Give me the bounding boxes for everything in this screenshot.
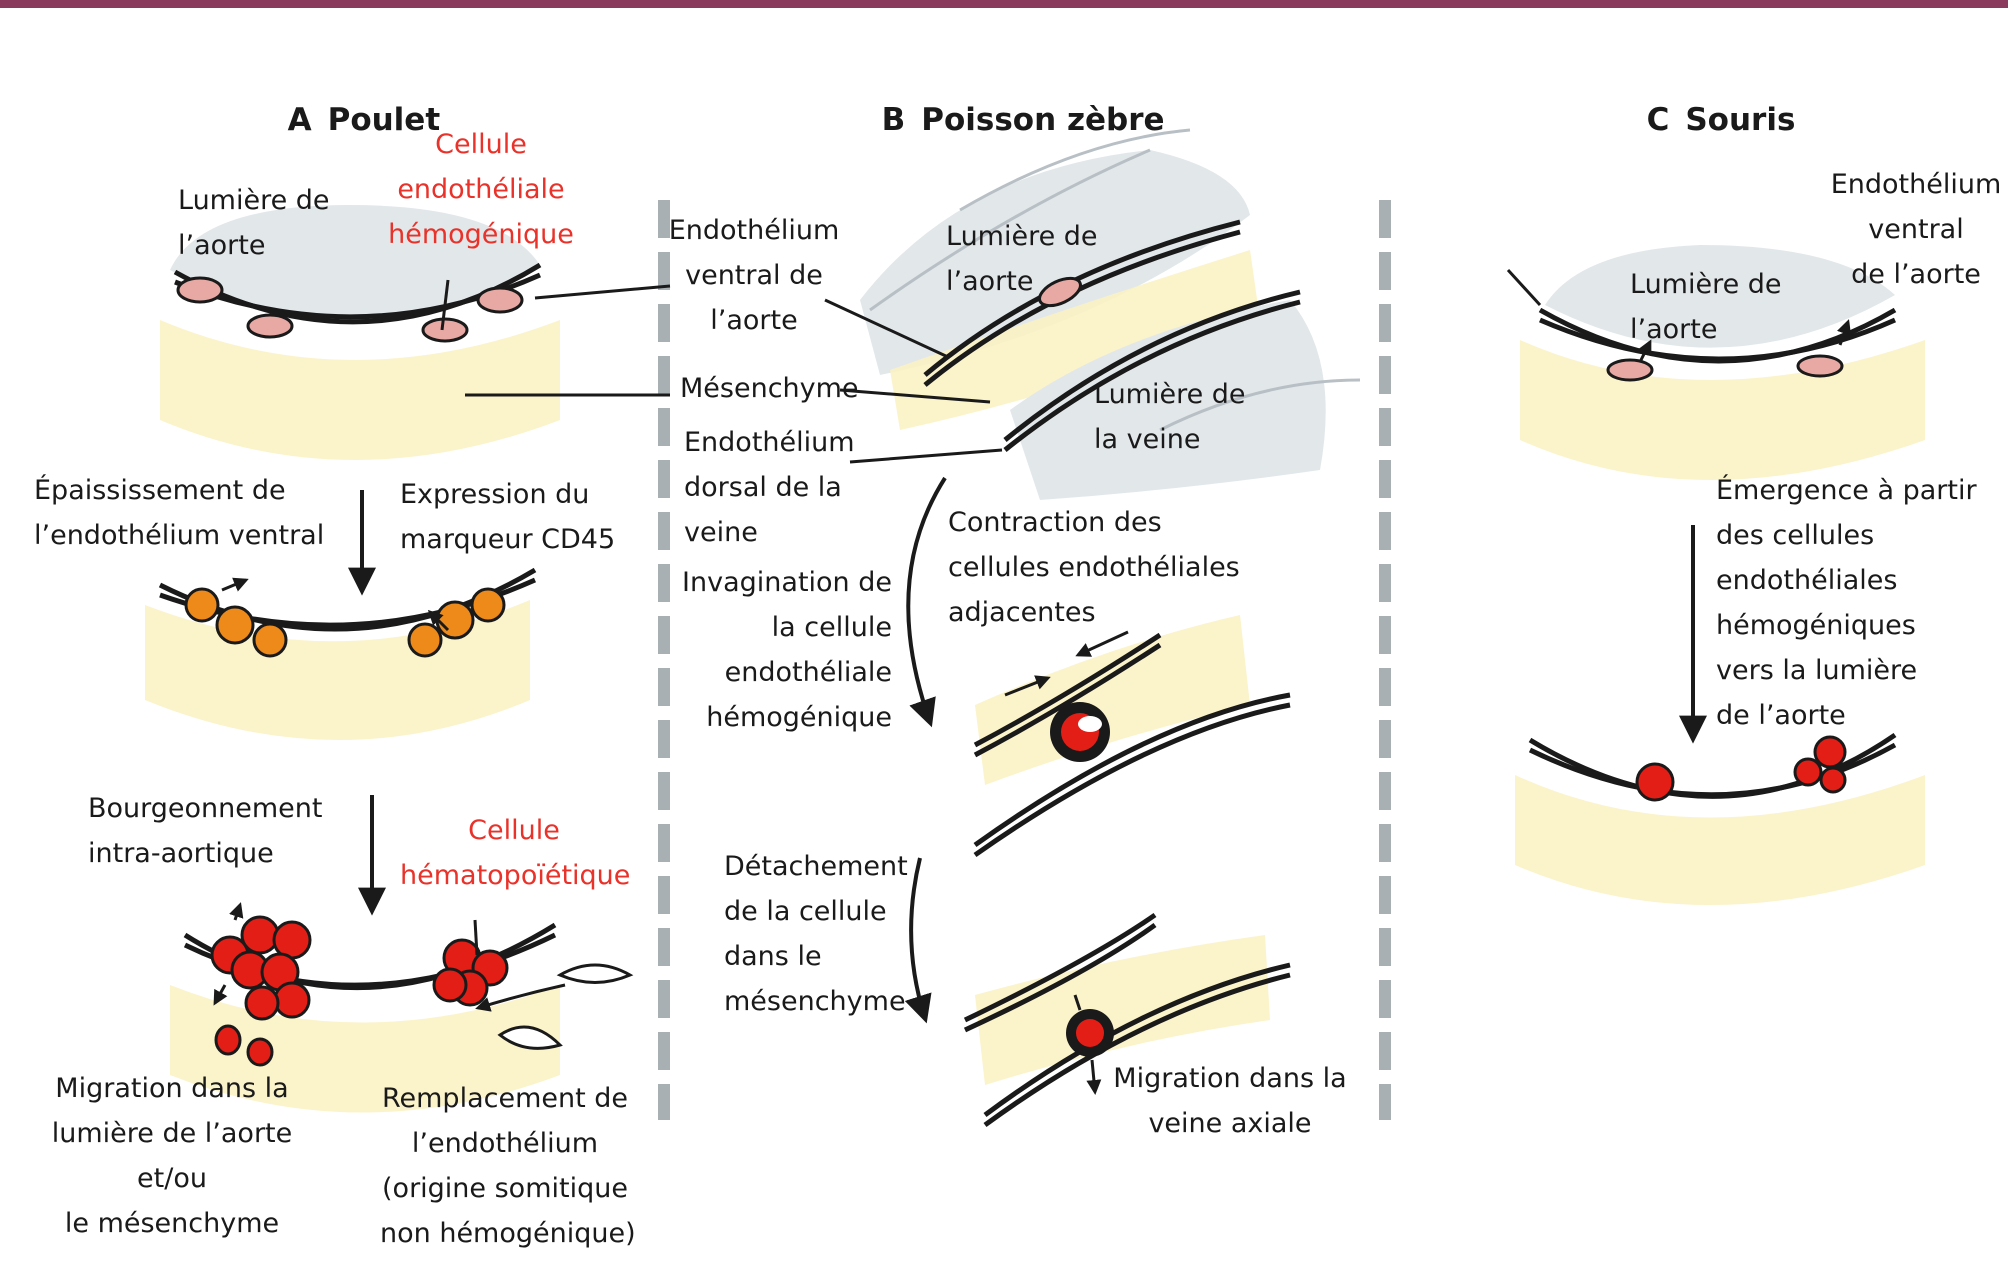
panel-a-name: Poulet <box>327 102 441 138</box>
panel-c-letter: C <box>1646 102 1670 138</box>
somitic-cell <box>497 1025 563 1050</box>
panel-c-artwork <box>1506 245 1925 905</box>
leader-line <box>824 298 949 359</box>
step-arrow <box>904 857 932 1024</box>
emerging-cell <box>1819 766 1847 794</box>
endothelium-strand <box>983 962 1291 1118</box>
thickened-cell <box>470 587 506 623</box>
panel-a-artwork <box>145 205 671 1113</box>
panel-b-name: Poisson zèbre <box>921 102 1165 138</box>
emerging-cell <box>1793 757 1823 787</box>
leader-line <box>839 388 991 404</box>
panel-a-letter: A <box>287 102 312 138</box>
hemogenic-cell <box>1606 358 1654 382</box>
step-arrow <box>906 476 947 728</box>
label-endothelium-ventral-c: Endothélium ventral de l’aorte <box>1830 169 2002 290</box>
migrating-cell <box>246 1037 274 1067</box>
label-mesenchyme: Mésenchyme <box>680 373 859 404</box>
endothelium-strand <box>973 642 1162 758</box>
aorta-lumen <box>1545 245 1895 348</box>
endothelium-strand <box>1003 299 1301 452</box>
aorta-lumen <box>860 150 1250 375</box>
hemogenic-cell <box>1796 354 1844 378</box>
endothelium-strand <box>1528 742 1897 798</box>
thickened-cell <box>184 587 220 623</box>
vein-lumen <box>1010 300 1326 500</box>
thickened-cell <box>407 622 443 658</box>
hemogenic-cell <box>1038 276 1082 308</box>
endothelium-strand <box>973 692 1291 848</box>
endothelium-strand <box>973 702 1291 858</box>
migrating-cell <box>214 1024 242 1056</box>
mesenchyme-band <box>160 320 560 460</box>
label-bourgeonnement: Bourgeonnement intra-aortique <box>88 793 323 869</box>
label-endothelium-dorsal-veine: Endothélium dorsal de la veine <box>684 427 855 548</box>
label-lumiere-aorte-a: Lumière de l’aorte <box>178 185 330 261</box>
panel-b-letter: B <box>881 102 906 138</box>
hemogenic-cell <box>246 313 294 339</box>
label-lumiere-aorte-b: Lumière de l’aorte <box>946 221 1098 297</box>
mesenchyme-band <box>890 250 1260 430</box>
endothelium-strand <box>1539 317 1897 362</box>
label-cellule-hematopoietique: Cellule hématopoïétique <box>400 815 631 891</box>
panel-b-artwork <box>824 128 1361 1128</box>
frame-top-bar <box>0 0 2008 8</box>
panel-a-title: A Poulet <box>266 60 441 140</box>
leader-line <box>534 284 671 300</box>
panel-b-title: B Poisson zèbre <box>860 60 1165 140</box>
label-migration-lumiere: Migration dans la lumière de l’aorte et/… <box>51 1073 293 1239</box>
endothelium-strand <box>963 922 1157 1033</box>
hematopoietic-cluster-right <box>432 938 509 1007</box>
hemogenic-cell <box>476 286 524 314</box>
label-endothelium-ventral-aorte: Endothélium ventral de l’aorte <box>668 215 840 336</box>
label-invagination: Invagination de la cellule endothéliale … <box>682 567 892 733</box>
thickened-cell <box>252 622 288 658</box>
endothelium-strand <box>983 972 1291 1128</box>
label-lumiere-aorte-c: Lumière de l’aorte <box>1630 269 1782 345</box>
mesenchyme-band <box>975 615 1250 785</box>
label-remplacement: Remplacement de l’endothélium (origine s… <box>380 1083 636 1249</box>
hemogenic-cell <box>176 276 224 304</box>
mesenchyme-band <box>975 935 1270 1085</box>
endothelium-strand <box>973 632 1162 748</box>
label-detachement: Détachement de la cellule dans le mésenc… <box>724 851 908 1017</box>
label-contraction: Contraction des cellules endothéliales a… <box>948 507 1240 628</box>
emerging-cell <box>1635 762 1675 802</box>
label-migration-veine: Migration dans la veine axiale <box>1113 1063 1347 1139</box>
thickened-cell <box>435 600 475 640</box>
label-emergence: Émergence à partir des cellules endothél… <box>1716 475 1977 731</box>
leader-line <box>849 448 1003 464</box>
label-cellule-hemogenique: Cellule endothéliale hémogénique <box>388 129 574 250</box>
label-lumiere-veine: Lumière de la veine <box>1094 379 1246 455</box>
endothelium-strand <box>1003 289 1301 442</box>
hematopoietic-cluster-left <box>210 915 312 1021</box>
label-epaississement: Épaississement de l’endothélium ventral <box>34 475 325 551</box>
thickened-cell <box>215 605 255 645</box>
label-expression-cd45: Expression du marqueur CD45 <box>400 479 616 555</box>
panel-c-title: C Souris <box>1625 60 1796 140</box>
endothelium-strand <box>963 912 1157 1023</box>
emerging-cell <box>1813 735 1847 769</box>
hemogenic-cell <box>421 317 469 343</box>
panel-c-name: Souris <box>1685 102 1796 138</box>
mesenchyme-band <box>1515 775 1925 905</box>
somitic-cell <box>556 963 634 984</box>
